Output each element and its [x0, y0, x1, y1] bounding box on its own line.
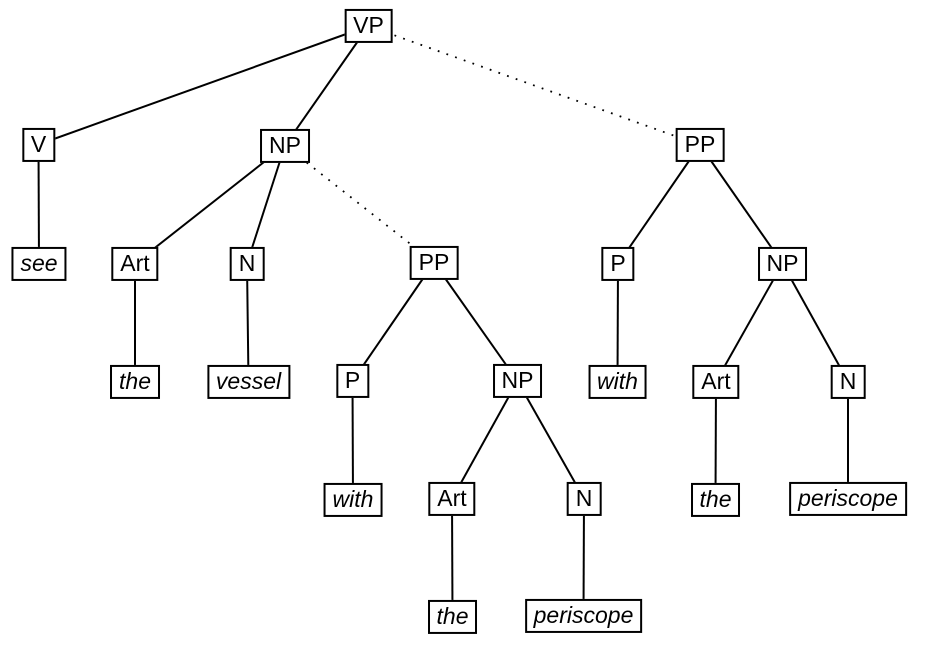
node-n-mid: N [566, 481, 602, 516]
edge-artright-the [714, 381, 717, 500]
edge-vp-np [284, 25, 370, 147]
edge-pright-with [616, 263, 619, 383]
node-n-right: N [830, 364, 866, 399]
edge-ppmid-p [351, 261, 435, 382]
edge-pmid-with [351, 380, 354, 500]
node-np-mid: NP [492, 363, 543, 399]
edge-npmid-art [451, 380, 519, 500]
node-word-periscope-mid: periscope [524, 598, 643, 634]
node-n-object: N [229, 246, 265, 281]
edge-np-n [246, 145, 286, 264]
edge-vp-v [38, 25, 369, 146]
node-word-periscope-right: periscope [789, 481, 907, 516]
node-np-right: NP [757, 246, 808, 281]
edge-npmid-n [516, 380, 585, 499]
node-np-object: NP [260, 128, 310, 163]
node-vp: VP [344, 8, 393, 44]
edge-npright-n [781, 263, 849, 382]
edge-artmid-the [451, 498, 454, 617]
node-word-see: see [11, 246, 67, 281]
edge-np-art [134, 144, 286, 265]
node-word-with-right: with [588, 364, 647, 400]
edge-nmid-periscope [582, 498, 585, 617]
node-p-mid: P [335, 363, 370, 399]
edge-v-see [37, 144, 40, 264]
node-word-vessel: vessel [206, 364, 291, 399]
node-word-the-right: the [690, 482, 741, 517]
node-art-object: Art [111, 246, 159, 281]
node-word-the-object: the [110, 364, 160, 399]
node-pp-np-attach: PP [409, 245, 459, 280]
node-p-right: P [601, 246, 635, 282]
node-word-the-mid: the [427, 599, 478, 634]
edge-n-vessel [246, 263, 250, 382]
edge-npright-art [715, 263, 784, 382]
node-word-with-mid: with [323, 482, 383, 517]
edge-ppright-np [699, 144, 784, 265]
edge-vp-pp-dotted [368, 25, 701, 146]
edge-np-pp-dotted [284, 144, 435, 264]
node-v: V [21, 127, 56, 162]
node-pp-vp-attach: PP [675, 127, 725, 163]
node-art-mid: Art [428, 481, 476, 517]
node-art-right: Art [692, 364, 740, 399]
edge-ppmid-np [433, 261, 519, 382]
edge-ppright-p [617, 144, 701, 265]
